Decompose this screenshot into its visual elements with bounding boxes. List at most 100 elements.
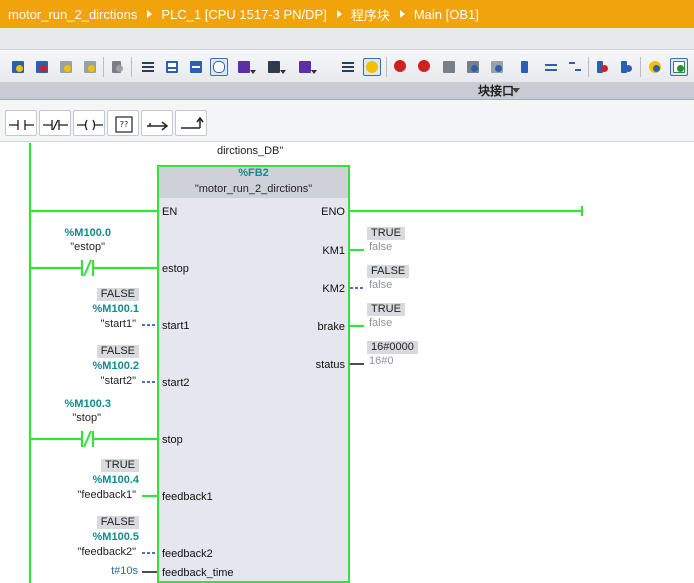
toolbar-separator (386, 57, 387, 77)
block-interface-label: 块接口 (478, 84, 515, 98)
open-branch-icon (147, 121, 169, 131)
comment-icon[interactable] (210, 58, 228, 76)
nc-contact-button[interactable] (39, 110, 71, 136)
empty-box-button[interactable]: ?? (107, 110, 139, 136)
monitor-icon[interactable] (109, 58, 127, 76)
monitor-value-feedback2: FALSE (96, 516, 139, 529)
highlight-icon[interactable] (339, 58, 357, 76)
toolbar-separator (131, 57, 132, 77)
toolbar-separator (103, 57, 104, 77)
pin-brake: brake (317, 321, 345, 333)
go-to-icon[interactable] (392, 58, 410, 76)
editor-toolbar (0, 50, 694, 83)
no-contact-button[interactable] (5, 110, 37, 136)
symbol-info-icon[interactable] (187, 58, 205, 76)
monitor-value-km1: TRUE (367, 227, 405, 240)
pin-feedback-time: feedback_time (162, 567, 234, 579)
operand-symbol-start1[interactable]: "start1" (100, 318, 136, 330)
pin-km2: KM2 (322, 283, 345, 295)
insert-network-icon[interactable] (9, 58, 27, 76)
coil-icon (77, 119, 103, 131)
chevron-right-icon (399, 10, 405, 18)
operand-address-start1[interactable]: %M100.1 (92, 303, 139, 315)
fb-name: "motor_run_2_dirctions" (194, 183, 313, 195)
monitor-value-start1: FALSE (96, 288, 139, 301)
delete-network-icon[interactable] (33, 58, 51, 76)
monitor-on-icon[interactable] (542, 58, 560, 76)
operand-symbol-feedback1[interactable]: "feedback1" (77, 489, 136, 501)
lad-instruction-bar: ?? (0, 100, 694, 142)
settings-icon[interactable] (646, 58, 664, 76)
monitor-value-brake: TRUE (367, 303, 405, 316)
coil-button[interactable] (73, 110, 105, 136)
breadcrumb: motor_run_2_dirctions PLC_1 [CPU 1517-3 … (0, 0, 694, 28)
expand-icon[interactable] (566, 58, 584, 76)
actual-value-brake: false (369, 317, 393, 329)
breadcrumb-folder[interactable]: 程序块 (350, 7, 390, 23)
instance-db-name[interactable]: dirctions_DB" (217, 145, 284, 157)
favorites-icon[interactable] (235, 58, 256, 76)
refresh-icon[interactable] (440, 58, 458, 76)
append-row-icon[interactable] (81, 58, 99, 76)
close-branch-button[interactable] (175, 110, 207, 136)
step-back-icon[interactable] (618, 58, 636, 76)
call-block-icon[interactable] (265, 58, 286, 76)
pin-start1: start1 (162, 320, 190, 332)
monitor-value-km2: FALSE (367, 265, 410, 278)
pin-estop: estop (162, 263, 189, 275)
operand-address-feedback2[interactable]: %M100.5 (92, 531, 139, 543)
nc-contact-icon (43, 119, 68, 131)
pin-status: status (315, 359, 345, 371)
function-block[interactable]: %FB2 "motor_run_2_dirctions" EN ENO esto… (157, 165, 350, 583)
no-contact-icon (9, 120, 34, 130)
fb-number: %FB2 (238, 167, 269, 179)
close-branch-icon (181, 116, 204, 129)
network-view-icon[interactable] (139, 58, 157, 76)
operand-address-estop[interactable]: %M100.0 (64, 227, 111, 239)
monitor-value-start2: FALSE (96, 345, 139, 358)
open-branch-button[interactable] (141, 110, 173, 136)
breadcrumb-project[interactable]: motor_run_2_dirctions (8, 6, 138, 22)
chevron-right-icon (336, 10, 342, 18)
actual-value-status: 16#0 (369, 355, 394, 367)
function-block-header (159, 167, 348, 198)
chevron-down-icon[interactable] (512, 88, 520, 93)
compare-icon[interactable] (416, 58, 434, 76)
operand-symbol-start2[interactable]: "start2" (100, 375, 136, 387)
lad-network: dirctions_DB" %FB2 "motor_run_2_dirction… (0, 143, 694, 583)
pin-start2: start2 (162, 377, 190, 389)
pin-feedback2: feedback2 (162, 548, 213, 560)
operand-address-start2[interactable]: %M100.2 (92, 360, 139, 372)
pin-en: EN (162, 206, 178, 218)
operand-symbol-stop[interactable]: "stop" (72, 412, 101, 424)
block-icon[interactable] (488, 58, 506, 76)
monitor-value-feedback1: TRUE (101, 459, 139, 472)
toolbar-separator (640, 57, 641, 77)
operand-symbol-feedback2[interactable]: "feedback2" (77, 546, 136, 558)
list-icon[interactable] (363, 58, 381, 76)
open-block-icon[interactable] (296, 58, 317, 76)
chevron-right-icon (147, 10, 153, 18)
toolbar-separator (588, 57, 589, 77)
block-interface-bar[interactable]: 块接口 (0, 83, 694, 100)
breadcrumb-device[interactable]: PLC_1 [CPU 1517-3 PN/DP] (161, 6, 327, 22)
wizard-icon[interactable] (518, 58, 536, 76)
pin-stop: stop (162, 434, 183, 446)
insert-row-icon[interactable] (57, 58, 75, 76)
pin-eno: ENO (321, 206, 345, 218)
operand-constant-feedback-time[interactable]: t#10s (111, 565, 138, 577)
absolute-address-icon[interactable] (163, 58, 181, 76)
monitoring-on-off-icon[interactable] (670, 58, 688, 76)
step-icon[interactable] (594, 58, 612, 76)
actual-value-km1: false (369, 241, 393, 253)
operand-address-stop[interactable]: %M100.3 (64, 398, 111, 410)
operand-symbol-estop[interactable]: "estop" (70, 241, 105, 253)
actual-value-km2: false (369, 279, 393, 291)
network-wiring (28, 143, 584, 583)
breadcrumb-block[interactable]: Main [OB1] (413, 6, 479, 22)
operand-address-feedback1[interactable]: %M100.4 (92, 474, 139, 486)
pin-feedback1: feedback1 (162, 491, 213, 503)
undo-icon[interactable] (464, 58, 482, 76)
window-strip (0, 28, 694, 50)
